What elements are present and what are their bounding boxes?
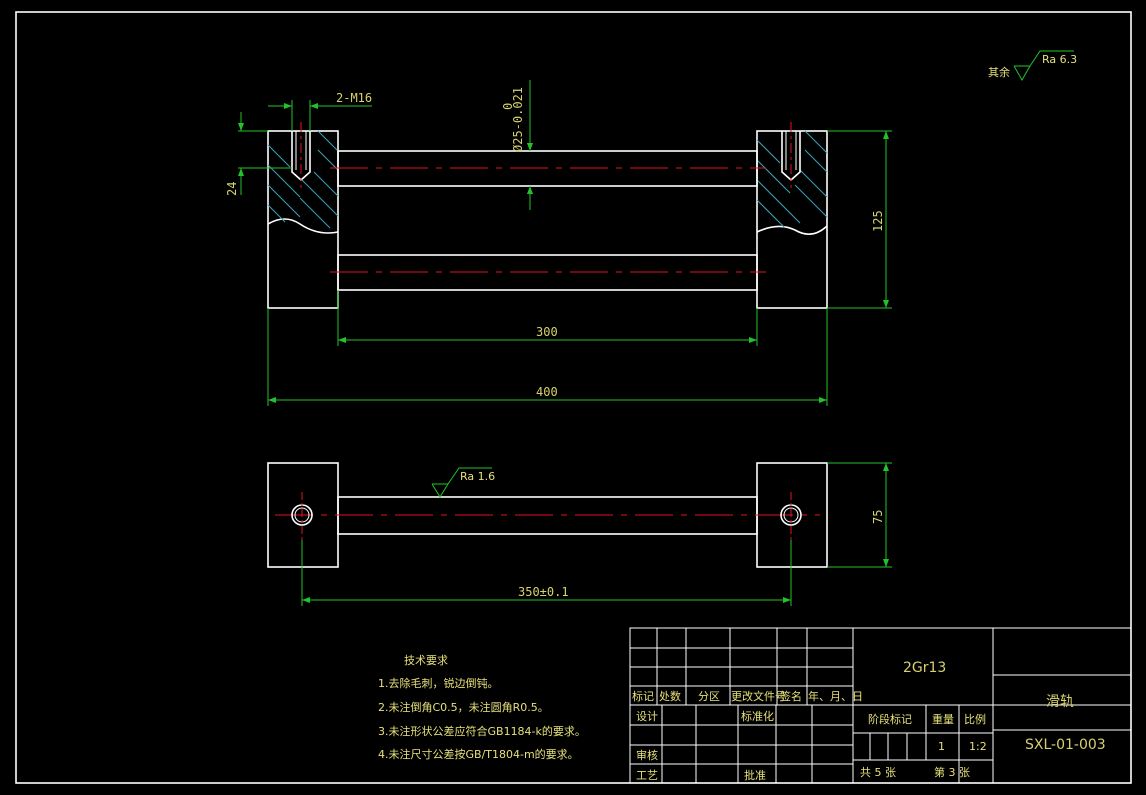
left-tapped-hole	[291, 122, 311, 188]
dim-125: 125	[871, 210, 885, 232]
sheet-number: 第 3 张	[934, 765, 970, 779]
surface-note-label: 其余	[988, 65, 1010, 79]
left-break-line	[267, 218, 339, 234]
hdr-date: 年、月、日	[808, 689, 863, 703]
hdr-count: 处数	[659, 690, 681, 703]
ra-1-6: Ra 1.6	[460, 470, 495, 483]
left-hatch	[267, 130, 339, 229]
hdr-change-doc: 更改文件号	[731, 689, 786, 703]
diameter-dim: Ø25-0.021	[511, 87, 525, 152]
approve-label: 批准	[744, 768, 766, 782]
front-dimensions: 2-M16 Ø25-0.021 0 24 125 300 400	[225, 80, 892, 406]
hdr-zone: 分区	[698, 690, 720, 703]
dim-24: 24	[225, 182, 239, 196]
part-name: 滑轨	[1046, 693, 1074, 710]
drawing-border	[15, 11, 1132, 784]
design-label: 设计	[636, 710, 658, 723]
stage-label: 阶段标记	[868, 712, 912, 726]
process-label: 工艺	[636, 769, 658, 782]
title-block: 标记 处数 分区 更改文件号 签名 年、月、日 设计 标准化 审核 工艺 批准 …	[629, 627, 1132, 784]
weight-value: 1	[938, 740, 945, 753]
surface-note-symbol: Ra 6.3	[1042, 53, 1077, 66]
hdr-sign: 签名	[780, 689, 802, 703]
scale-label: 比例	[964, 712, 986, 726]
right-break-line	[756, 225, 828, 235]
right-hatch	[756, 130, 828, 229]
front-view	[267, 122, 828, 309]
technical-requirements: 技术要求 1.去除毛刺，锐边倒钝。 2.未注倒角C0.5，未注圆角R0.5。 3…	[378, 654, 586, 761]
tech-item-4: 4.未注尺寸公差按GB/T1804-m的要求。	[378, 747, 579, 761]
diameter-upper-tol: 0	[501, 103, 515, 110]
hdr-mark: 标记	[632, 689, 654, 703]
thread-dim: 2-M16	[336, 91, 372, 105]
top-view	[267, 462, 828, 568]
right-block	[756, 130, 828, 309]
surface-note: 其余 Ra 6.3	[988, 50, 1077, 82]
drawing-number: SXL-01-003	[1025, 737, 1106, 753]
tech-item-3: 3.未注形状公差应符合GB1184-k的要求。	[378, 724, 586, 738]
tech-item-1: 1.去除毛刺，锐边倒钝。	[378, 676, 499, 690]
tech-item-2: 2.未注倒角C0.5，未注圆角R0.5。	[378, 700, 549, 714]
review-label: 审核	[636, 748, 658, 762]
total-sheets: 共 5 张	[860, 766, 896, 779]
top-dimensions: Ra 1.6 75 350±0.1	[301, 462, 892, 606]
standard-label: 标准化	[741, 709, 774, 723]
scale-value: 1:2	[969, 740, 987, 753]
right-tapped-hole	[781, 122, 801, 188]
tech-title: 技术要求	[404, 654, 448, 667]
dim-350: 350±0.1	[518, 585, 569, 599]
dim-400: 400	[536, 385, 558, 399]
material: 2Gr13	[903, 660, 946, 676]
left-block	[267, 130, 339, 309]
dim-300: 300	[536, 325, 558, 339]
weight-label: 重量	[932, 712, 954, 726]
dim-75: 75	[871, 510, 885, 524]
